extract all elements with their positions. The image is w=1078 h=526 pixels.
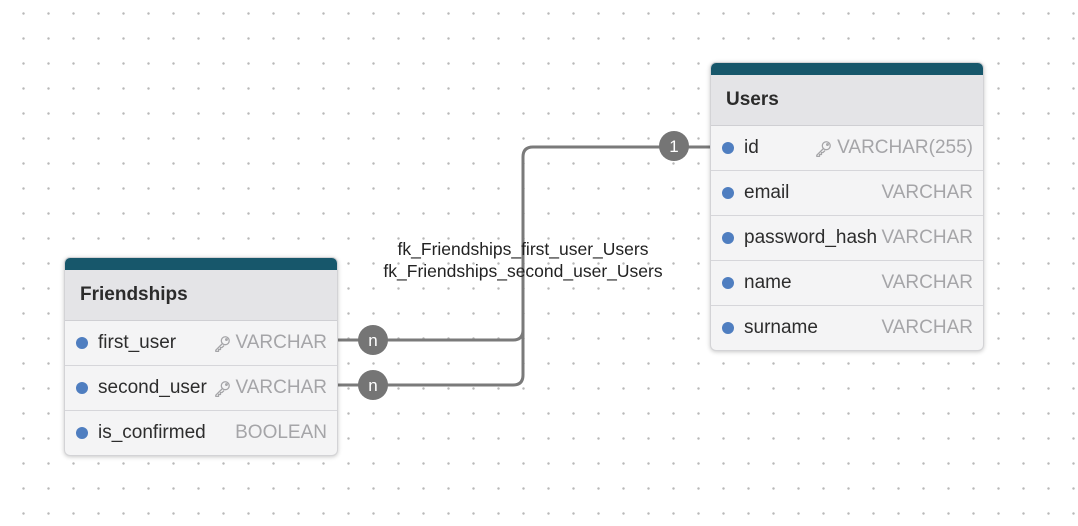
users-table-title: Users: [726, 89, 779, 110]
users-column-email[interactable]: email VARCHAR: [711, 171, 983, 216]
column-name: first_user: [98, 332, 177, 353]
column-name: is_confirmed: [98, 422, 206, 443]
column-dot-icon: [722, 142, 734, 154]
column-name: password_hash: [744, 227, 878, 248]
edge-label-second-user: fk_Friendships_second_user_Users: [383, 261, 663, 281]
users-table-color-bar: [711, 63, 983, 75]
key-icon: [214, 335, 230, 352]
friendships-table[interactable]: Friendships first_user VARCHAR second_us…: [64, 257, 338, 456]
users-column-surname[interactable]: surname VARCHAR: [711, 306, 983, 350]
column-dot-icon: [76, 427, 88, 439]
column-name: name: [744, 272, 792, 293]
friendships-table-header[interactable]: Friendships: [65, 270, 337, 321]
edge-label-first-user: fk_Friendships_first_user_Users: [397, 239, 649, 259]
cardinality-one-text: 1: [669, 137, 678, 156]
friendships-column-second-user[interactable]: second_user VARCHAR: [65, 366, 337, 411]
column-name: id: [744, 137, 759, 158]
column-dot-icon: [722, 322, 734, 334]
users-table[interactable]: Users id VARCHAR(255) email VARCHAR pass…: [710, 62, 984, 351]
cardinality-badge-n-second: n: [358, 370, 388, 400]
column-type: VARCHAR: [235, 377, 328, 398]
column-name: email: [744, 182, 790, 203]
column-type: VARCHAR(255): [837, 137, 973, 158]
cardinality-n-first-text: n: [368, 331, 377, 350]
column-type: VARCHAR: [881, 227, 974, 248]
users-table-header[interactable]: Users: [711, 75, 983, 126]
friendships-column-is-confirmed[interactable]: is_confirmed BOOLEAN: [65, 411, 337, 455]
column-dot-icon: [722, 187, 734, 199]
users-column-name[interactable]: name VARCHAR: [711, 261, 983, 306]
edge-second-user[interactable]: [337, 320, 525, 387]
column-dot-icon: [722, 232, 734, 244]
column-type: VARCHAR: [881, 182, 974, 203]
column-name: second_user: [98, 377, 207, 398]
cardinality-n-second-text: n: [368, 376, 377, 395]
users-column-password-hash[interactable]: password_hash VARCHAR: [711, 216, 983, 261]
edge-first-user[interactable]: [337, 145, 711, 342]
column-dot-icon: [722, 277, 734, 289]
column-type: BOOLEAN: [235, 422, 327, 443]
key-icon: [214, 380, 230, 397]
key-icon: [816, 140, 832, 157]
cardinality-badge-n-first: n: [358, 325, 388, 355]
friendships-table-color-bar: [65, 258, 337, 270]
column-type: VARCHAR: [881, 272, 974, 293]
column-name: surname: [744, 317, 818, 338]
friendships-table-title: Friendships: [80, 284, 188, 305]
friendships-column-first-user[interactable]: first_user VARCHAR: [65, 321, 337, 366]
cardinality-badge-one: 1: [659, 131, 689, 161]
column-dot-icon: [76, 382, 88, 394]
column-type: VARCHAR: [881, 317, 974, 338]
column-type: VARCHAR: [235, 332, 328, 353]
users-column-id[interactable]: id VARCHAR(255): [711, 126, 983, 171]
column-dot-icon: [76, 337, 88, 349]
